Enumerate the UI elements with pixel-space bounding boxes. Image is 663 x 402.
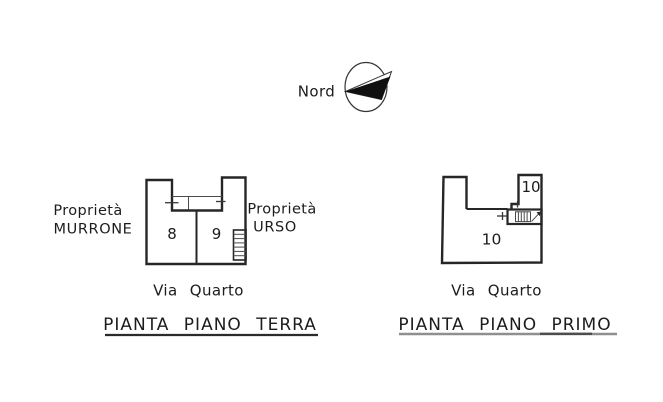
property-urso-line2: URSO	[253, 220, 297, 236]
property-urso-line1: Proprietà	[247, 202, 316, 218]
first-floor-plan: 10 10 Via Quarto PIANTA PIANO PRIMO	[398, 173, 617, 336]
first-floor-title: PIANTA PIANO PRIMO	[398, 315, 611, 335]
north-label: Nord	[298, 83, 335, 101]
room-10-main-label: 10	[482, 231, 502, 249]
room-8-label: 8	[167, 225, 177, 243]
street-label-first: Via Quarto	[451, 282, 542, 300]
room-9-label: 9	[212, 225, 222, 243]
north-arrow-icon	[345, 76, 391, 100]
street-label-ground: Via Quarto	[153, 282, 244, 300]
stairwell-icon	[506, 208, 543, 226]
property-murrone-line2: MURRONE	[54, 222, 133, 238]
ground-floor-plan: 8 9 Proprietà MURRONE Proprietà URSO Via…	[53, 176, 318, 337]
ground-floor-title: PIANTA PIANO TERRA	[103, 315, 317, 335]
room-10-upper-label: 10	[521, 178, 540, 196]
north-compass: Nord	[298, 61, 393, 113]
stairs-icon	[232, 229, 247, 261]
ground-floor-outline	[145, 176, 247, 266]
compass-circle-icon	[344, 61, 388, 113]
survey-cross-icon	[497, 212, 508, 220]
property-murrone-line1: Proprietà	[53, 203, 122, 219]
